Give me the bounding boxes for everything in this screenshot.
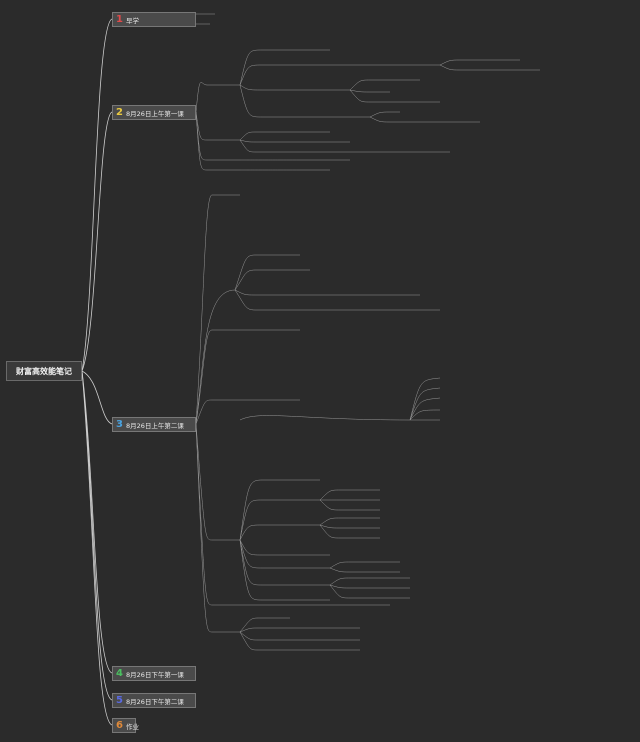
branch-label: 作业 — [125, 722, 139, 731]
branch-node-3[interactable]: 3 8月26日上午第二课 — [112, 417, 196, 432]
branch-number: 5 — [116, 695, 123, 706]
branch-number: 6 — [116, 720, 123, 731]
branch-label: 8月26日下午第二课 — [125, 697, 184, 706]
branch-label: 8月26日下午第一课 — [125, 670, 184, 679]
branch-label: 8月26日上午第一课 — [125, 109, 184, 118]
branch-number: 4 — [116, 668, 123, 679]
detail-lines — [164, 13, 540, 651]
branch-label: 8月26日上午第二课 — [125, 421, 184, 430]
root-node[interactable]: 财富高效能笔记 — [6, 361, 82, 381]
branch-number: 1 — [116, 14, 123, 25]
branch-number: 2 — [116, 107, 123, 118]
branch-label: 早学 — [125, 16, 139, 25]
branch-node-6[interactable]: 6 作业 — [112, 718, 139, 733]
branch-number: 3 — [116, 419, 123, 430]
branch-node-5[interactable]: 5 8月26日下午第二课 — [112, 693, 196, 708]
branch-node-2[interactable]: 2 8月26日上午第一课 — [112, 105, 196, 120]
connector-lines — [81, 18, 113, 726]
branch-node-1[interactable]: 1 早学 — [112, 12, 196, 27]
branch-node-4[interactable]: 4 8月26日下午第一课 — [112, 666, 196, 681]
